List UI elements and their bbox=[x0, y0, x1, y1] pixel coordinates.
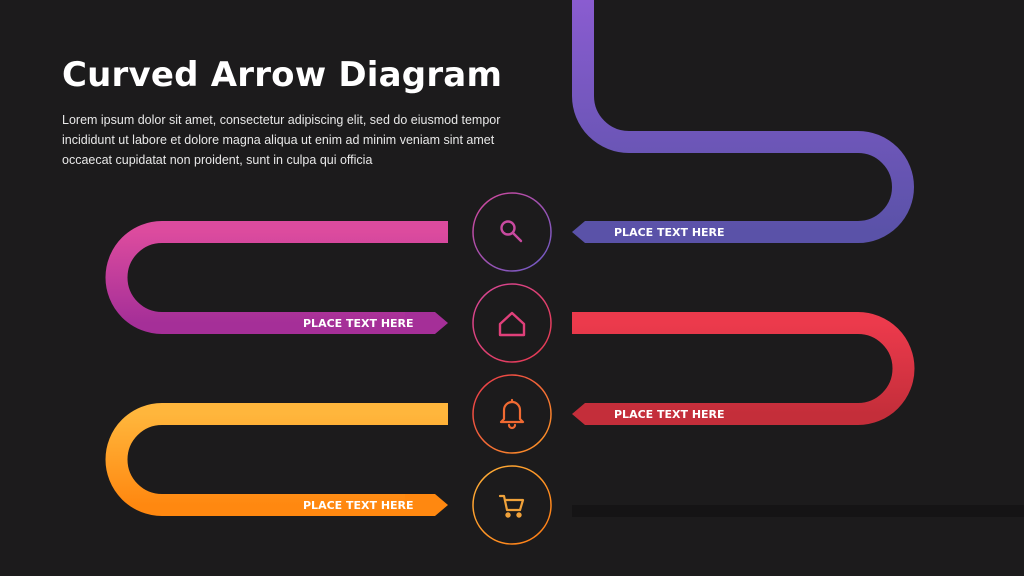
pink-arrow-head bbox=[405, 312, 448, 334]
pink-curve bbox=[105, 221, 448, 334]
purple-arrow-head bbox=[572, 221, 620, 243]
red-curve bbox=[572, 312, 915, 425]
slide-description: Lorem ipsum dolor sit amet, consectetur … bbox=[62, 113, 501, 167]
step-4-circle[interactable] bbox=[472, 465, 552, 545]
bell-icon bbox=[499, 398, 525, 430]
orange-arrow-head bbox=[405, 494, 448, 516]
orange-curve bbox=[105, 403, 448, 516]
step-3-circle[interactable] bbox=[472, 374, 552, 454]
step-1-label: PLACE TEXT HERE bbox=[614, 226, 725, 239]
step-1-circle[interactable] bbox=[472, 192, 552, 272]
cart-icon bbox=[498, 494, 525, 518]
search-icon bbox=[500, 220, 523, 243]
slide-title: Curved Arrow Diagram bbox=[62, 55, 503, 95]
purple-curve bbox=[572, 0, 914, 243]
step-3-label: PLACE TEXT HERE bbox=[614, 408, 725, 421]
red-arrow-head bbox=[572, 403, 620, 425]
home-icon bbox=[498, 311, 526, 337]
step-4-label: PLACE TEXT HERE bbox=[303, 499, 414, 512]
step-2-label: PLACE TEXT HERE bbox=[303, 317, 414, 330]
shadow-block bbox=[572, 505, 1024, 517]
step-2-circle[interactable] bbox=[472, 283, 552, 363]
